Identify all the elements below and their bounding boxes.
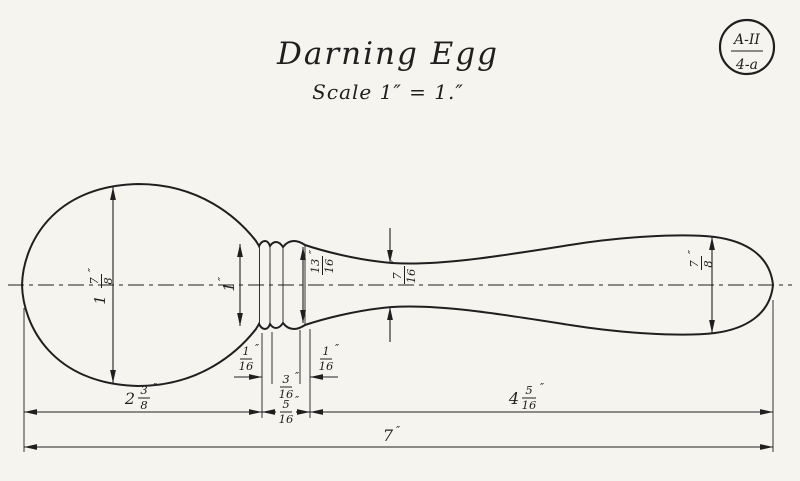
dim-collar-total-unit: ″ [295, 394, 300, 407]
badge-top-label: A-II [732, 32, 760, 48]
dim-handle-length: 4 5 16 ″ [310, 381, 773, 415]
dim-bead: 3 16 ″ [279, 370, 300, 401]
dim-gap-left: 1 16 ″ [234, 342, 262, 380]
dim-handle-end: 7 8 ″ [686, 237, 715, 333]
dim-head-length-num: 3 [140, 383, 147, 397]
dim-bead-num: 3 [282, 372, 289, 386]
dim-handle-end-den: 8 [701, 260, 715, 267]
dim-egg-height-unit: ″ [86, 267, 99, 272]
dim-waist: 7 16 ″ [387, 228, 418, 342]
dim-collar-total-den: 16 [279, 412, 294, 426]
dim-waist-num: 7 [390, 272, 404, 280]
dim-collar-total-num: 5 [282, 397, 289, 411]
dim-handle-length-den: 16 [522, 398, 537, 412]
dim-collar-unit: ″ [307, 249, 320, 254]
badge-circle [718, 18, 776, 76]
dim-neck-whole: 1 [220, 282, 238, 292]
dim-gap-left-num: 1 [242, 344, 249, 358]
dim-head-length-unit: ″ [153, 381, 158, 394]
dim-handle-length-num: 5 [525, 383, 532, 397]
dim-waist-den: 16 [404, 269, 418, 284]
dim-egg-height-whole: 1 [91, 295, 109, 305]
dim-handle-end-unit: ″ [686, 249, 699, 254]
dim-gap-right-den: 16 [319, 359, 334, 373]
extension-lines [23, 300, 774, 452]
dim-handle-length-whole: 4 [508, 389, 519, 408]
dim-collar-den: 16 [322, 259, 336, 274]
dim-overall-whole: 7 [383, 426, 394, 445]
dim-head-length-whole: 2 [124, 389, 135, 408]
dim-gap-left-unit: ″ [255, 342, 260, 355]
dim-bead-unit: ″ [295, 370, 300, 383]
dim-egg-height-den: 8 [101, 277, 115, 284]
dim-egg-height: 1 7 8 ″ [86, 187, 116, 383]
dim-gap-right: 1 16 ″ [310, 342, 340, 380]
dim-gap-left-den: 16 [239, 359, 254, 373]
dim-egg-height-num: 7 [87, 277, 101, 285]
dim-overall-length: 7 ″ [24, 424, 773, 450]
dim-head-length-den: 8 [140, 398, 147, 412]
darning-egg-outline [20, 182, 775, 388]
dim-waist-unit: ″ [389, 259, 402, 264]
dim-neck: 1 ″ [216, 244, 243, 326]
dim-collar-num: 13 [308, 259, 322, 274]
dim-overall-unit: ″ [396, 424, 401, 437]
dim-collar-diameter: 13 16 ″ [300, 247, 336, 323]
dim-bead-den: 16 [279, 387, 294, 401]
dim-handle-end-num: 7 [687, 260, 701, 268]
dim-handle-length-unit: ″ [540, 381, 545, 394]
dim-gap-right-unit: ″ [335, 342, 340, 355]
scale-note: Scale 1″ = 1.″ [312, 80, 464, 104]
dim-collar-total: 5 16 ″ [262, 394, 310, 426]
dim-gap-right-num: 1 [322, 344, 329, 358]
dim-neck-unit: ″ [216, 276, 229, 281]
badge-bottom-label: 4-a [735, 57, 758, 73]
drawing-title: Darning Egg [276, 36, 499, 72]
dim-head-length: 2 3 8 ″ [24, 381, 262, 415]
sheet-number-badge: A-II 4-a [718, 18, 776, 76]
